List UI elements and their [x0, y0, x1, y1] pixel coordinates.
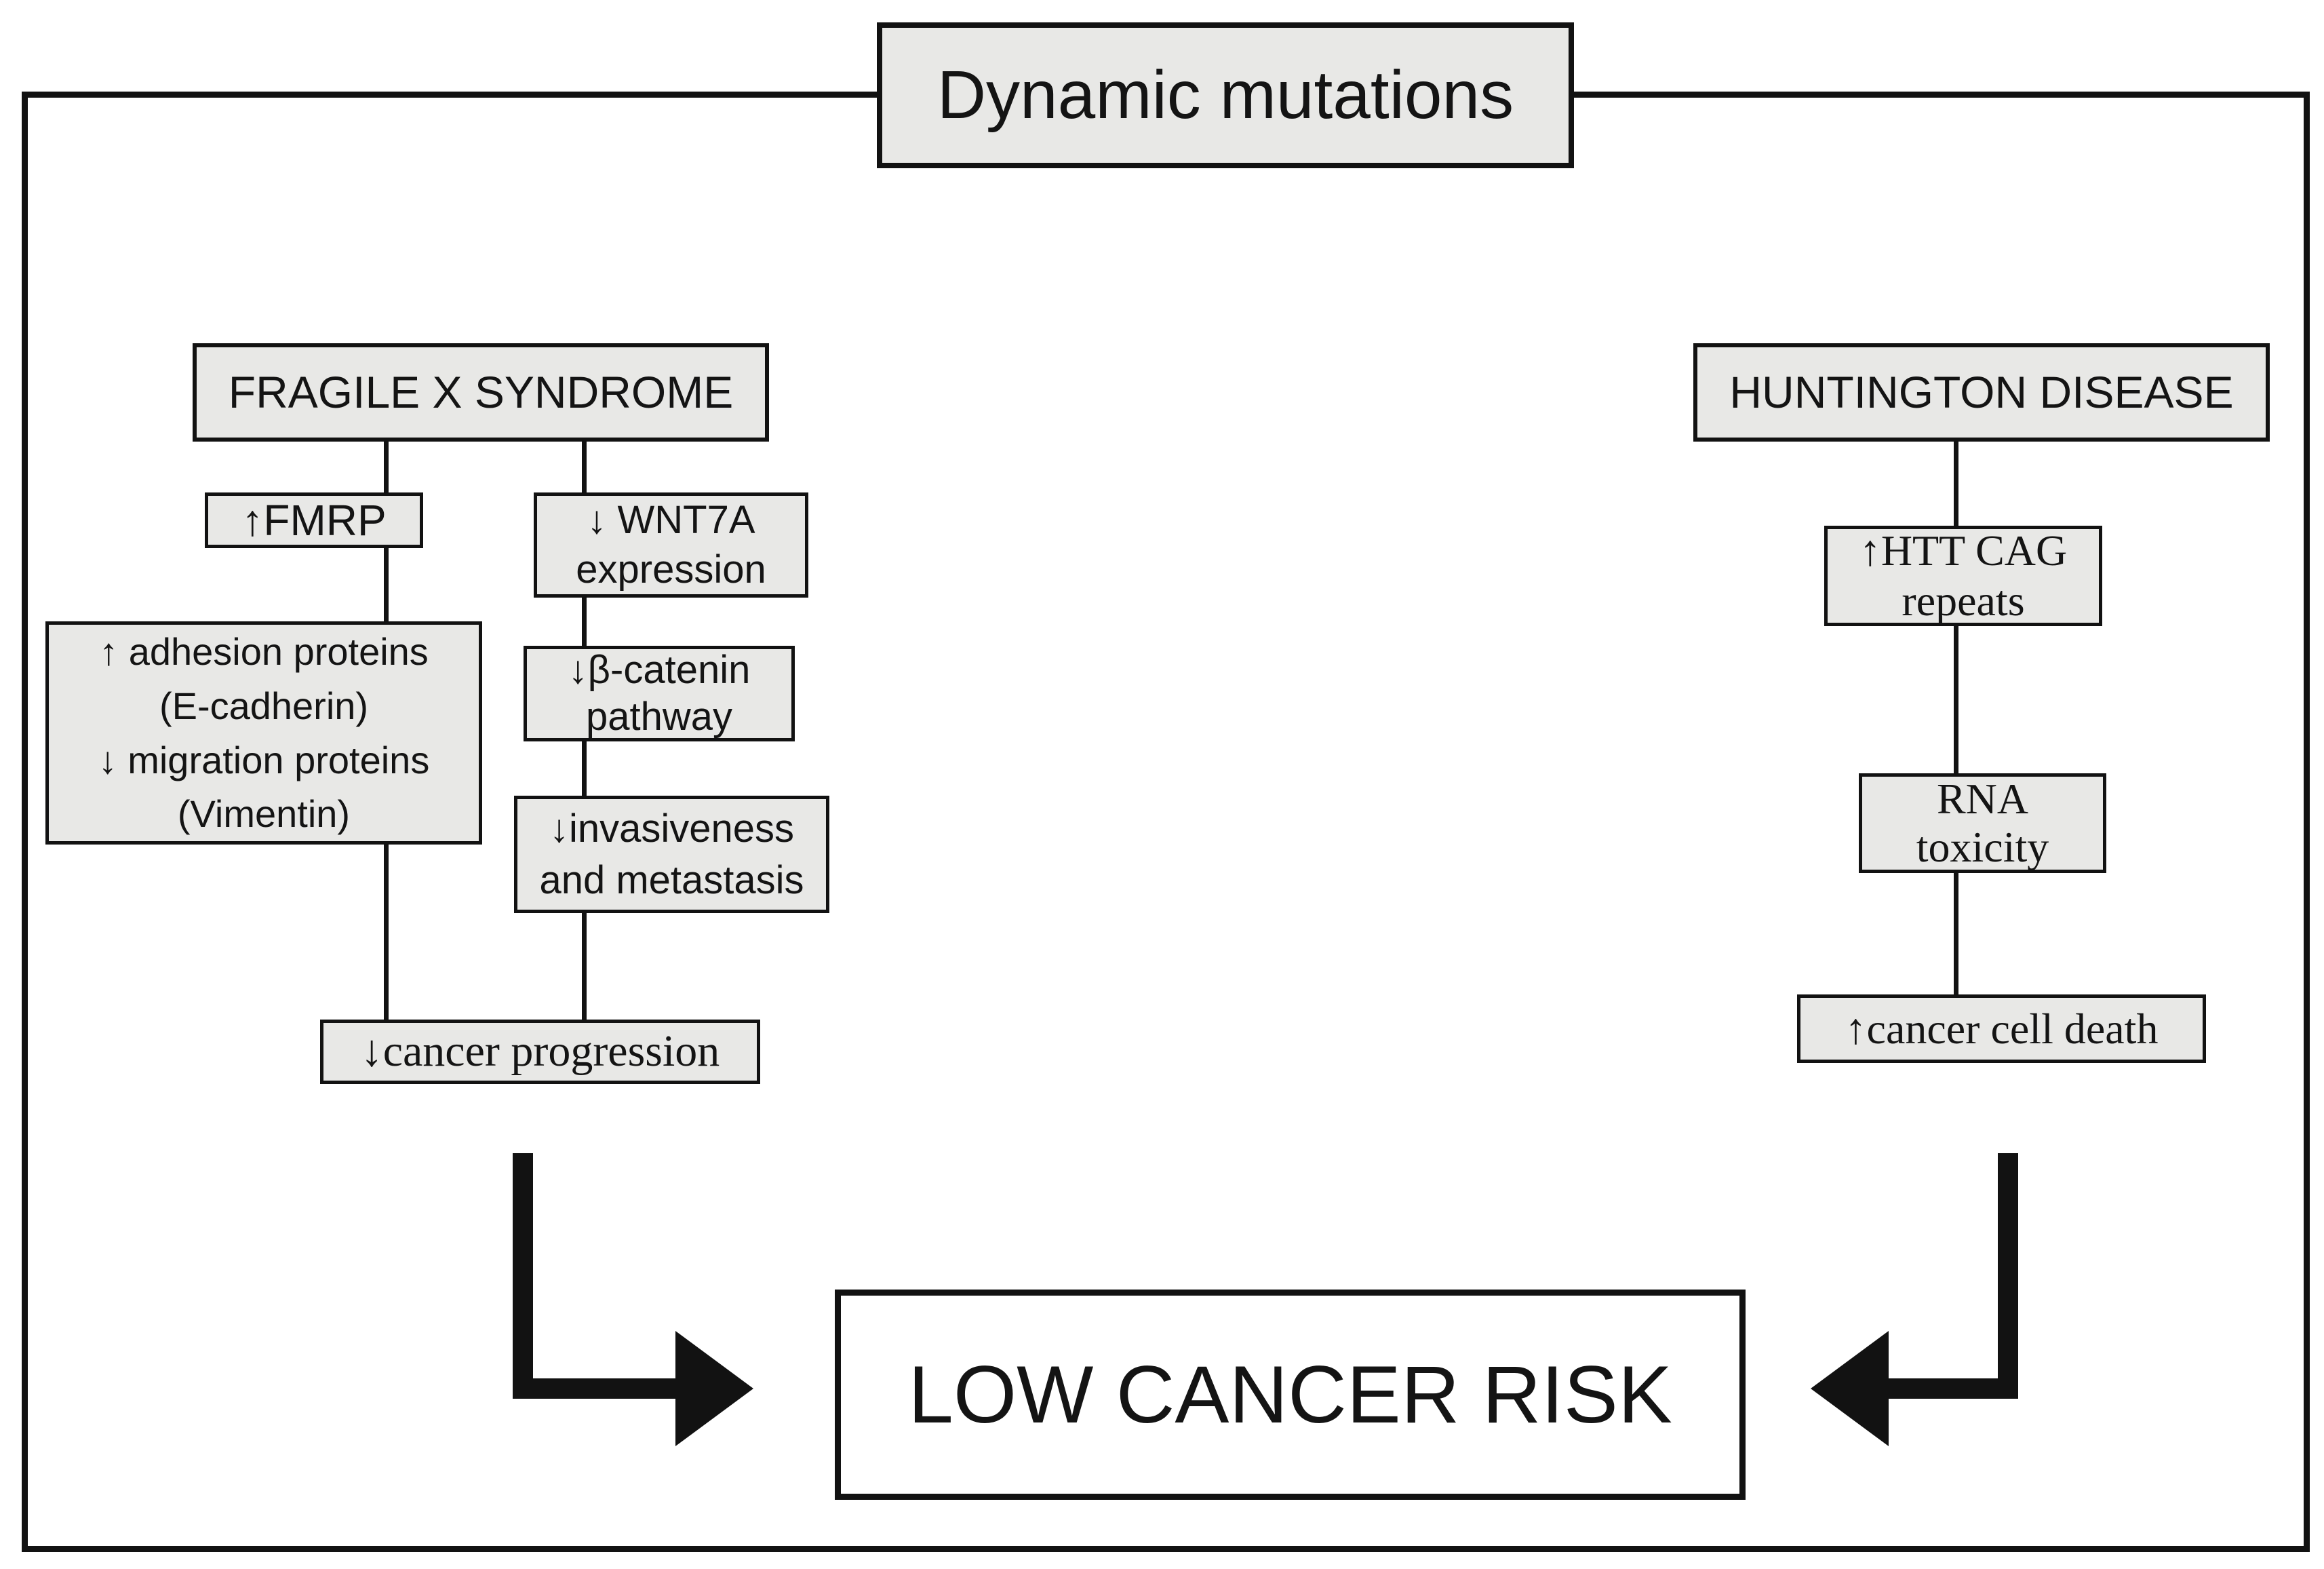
connector-line	[1954, 440, 1958, 528]
connector-line	[384, 440, 389, 495]
node-fmrp: ↑FMRP	[205, 492, 423, 548]
connector-line	[384, 547, 389, 624]
node-low-cancer-risk: LOW CANCER RISK	[835, 1290, 1746, 1500]
node-cancer-cell-death: ↑cancer cell death	[1797, 994, 2206, 1063]
arrow-huntington-to-low-risk-horizontal	[1889, 1378, 2018, 1399]
connector-line	[1954, 623, 1958, 776]
node-htt-cag-repeats: ↑HTT CAG repeats	[1824, 526, 2102, 626]
node-rna-toxicity: RNA toxicity	[1859, 773, 2106, 873]
connector-line	[582, 912, 587, 1021]
arrowhead-right-icon	[675, 1331, 753, 1446]
node-huntington-disease: HUNTINGTON DISEASE	[1693, 343, 2270, 442]
arrow-huntington-to-low-risk-vertical	[1998, 1153, 2018, 1397]
arrow-fragile-to-low-risk-vertical	[513, 1153, 533, 1397]
diagram-title: Dynamic mutations	[877, 22, 1574, 168]
node-cancer-progression: ↓cancer progression	[320, 1020, 760, 1084]
node-beta-catenin-pathway: ↓β-catenin pathway	[524, 646, 795, 741]
node-adhesion-migration-proteins: ↑ adhesion proteins (E-cadherin) ↓ migra…	[45, 621, 482, 845]
connector-line	[1954, 872, 1958, 997]
connector-line	[582, 596, 587, 648]
connector-line	[582, 440, 587, 495]
node-fragile-x-syndrome: FRAGILE X SYNDROME	[193, 343, 769, 442]
node-invasiveness-metastasis: ↓invasiveness and metastasis	[514, 796, 829, 913]
arrowhead-left-icon	[1811, 1331, 1889, 1446]
connector-line	[582, 740, 587, 798]
node-wnt7a-expression: ↓ WNT7A expression	[534, 492, 808, 598]
arrow-fragile-to-low-risk-horizontal	[513, 1378, 675, 1399]
connector-line	[384, 843, 389, 1021]
